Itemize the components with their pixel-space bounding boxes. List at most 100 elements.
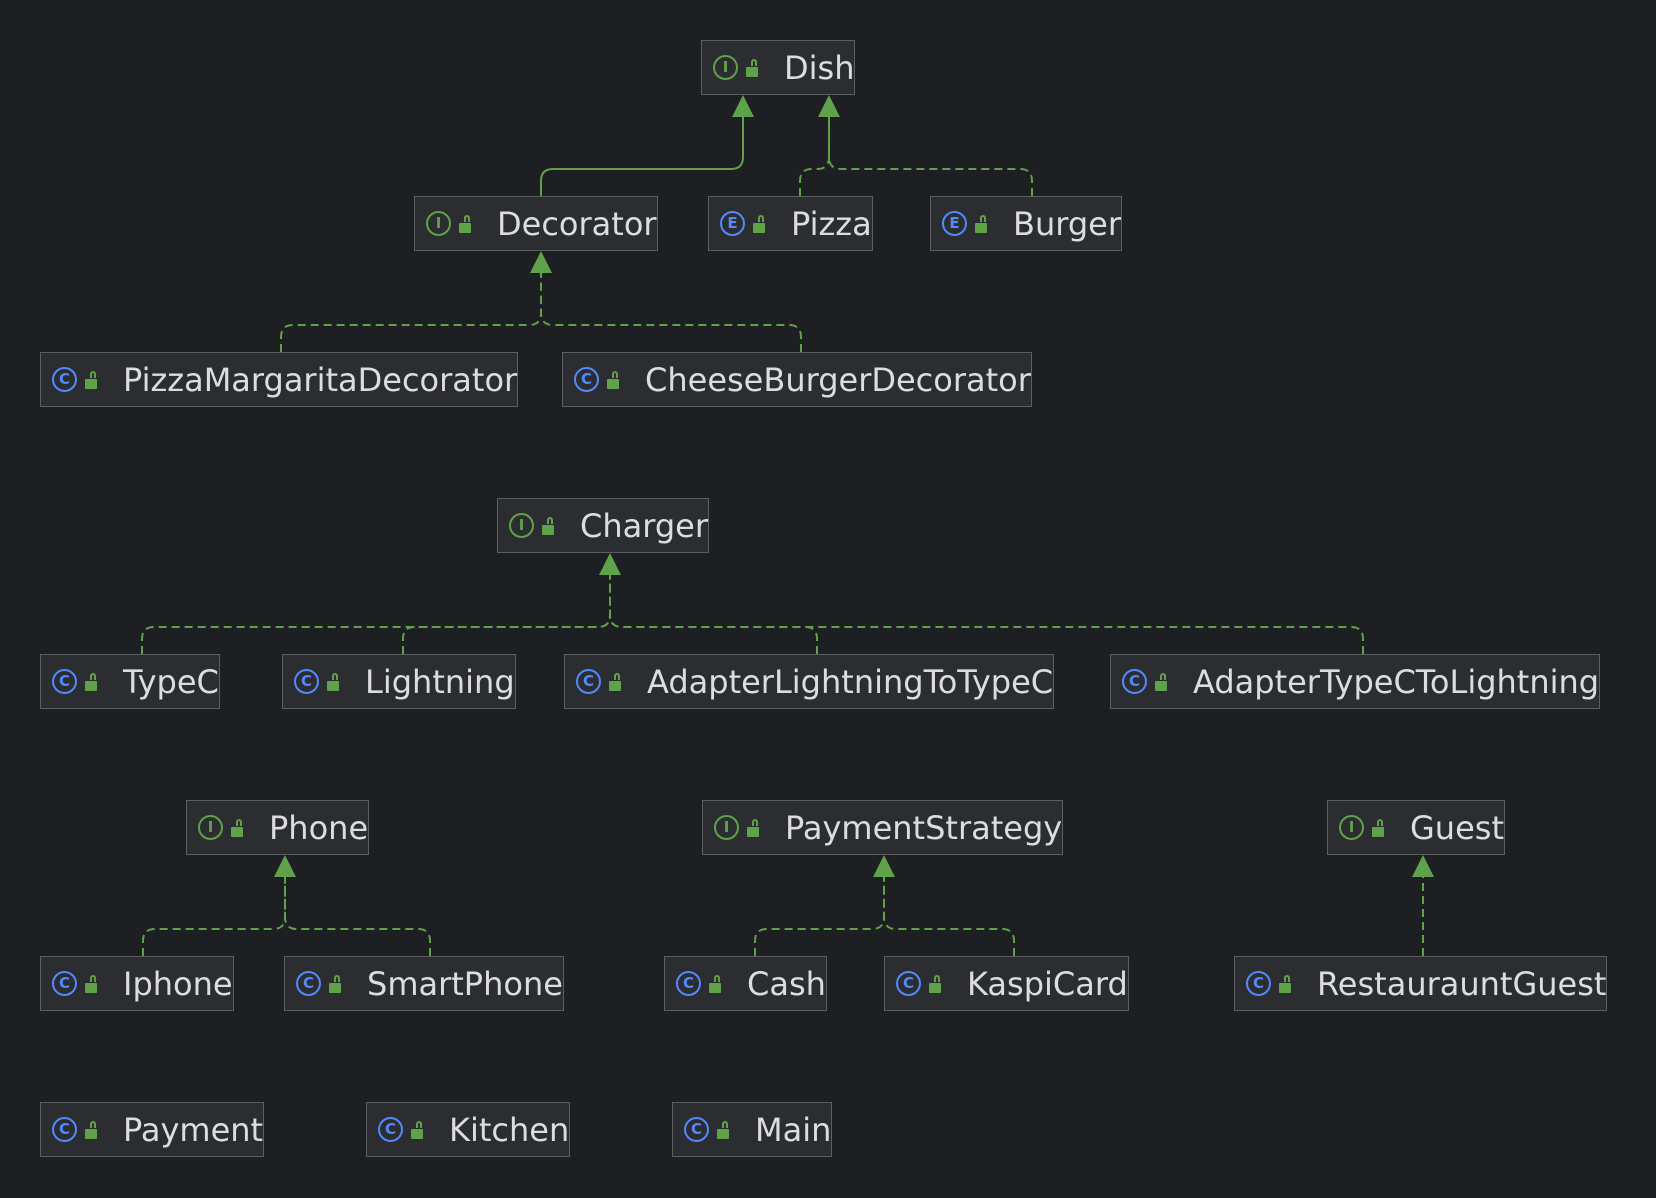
class-node-pizzamargaritadecorator[interactable]: C PizzaMargaritaDecorator <box>40 352 519 407</box>
class-node-kitchen[interactable]: C Kitchen <box>366 1102 571 1157</box>
edge-iphone-to-phone <box>142 877 286 956</box>
class-icon: C <box>378 1117 403 1142</box>
class-name-label: Phone <box>269 808 369 847</box>
class-node-adaptertypectolightning[interactable]: C AdapterTypeCToLightning <box>1110 654 1601 709</box>
edge-pizza-to-dish <box>799 117 830 196</box>
class-name-label: SmartPhone <box>367 964 563 1003</box>
class-node-paymentstrategy[interactable]: I PaymentStrategy <box>702 800 1064 855</box>
class-name-label: Iphone <box>123 964 233 1003</box>
edge-burger-to-dish <box>828 117 1033 196</box>
class-name-label: Burger <box>1013 204 1121 243</box>
class-icon: C <box>896 971 921 996</box>
interface-icon: I <box>714 815 739 840</box>
edge-adaptertypectolightning-to-charger <box>609 575 1364 654</box>
class-node-guest[interactable]: I Guest <box>1327 800 1505 855</box>
class-name-label: Payment <box>123 1110 264 1149</box>
public-visibility-icon <box>85 672 101 691</box>
enum-icon: E <box>720 211 745 236</box>
class-icon: C <box>676 971 701 996</box>
class-icon: C <box>52 669 77 694</box>
inheritance-arrowhead-dish <box>818 95 840 117</box>
public-visibility-icon <box>607 370 623 389</box>
class-icon: C <box>1122 669 1147 694</box>
interface-icon: I <box>1339 815 1364 840</box>
inheritance-arrowhead-paymentstrategy <box>873 855 895 877</box>
edge-smartphone-to-phone <box>284 877 431 956</box>
public-visibility-icon <box>746 58 762 77</box>
edge-typec-to-charger <box>141 575 611 654</box>
inheritance-arrowhead-phone <box>274 855 296 877</box>
class-node-cash[interactable]: C Cash <box>664 956 827 1011</box>
class-node-dish[interactable]: I Dish <box>701 40 856 95</box>
class-name-label: Kitchen <box>449 1110 570 1149</box>
class-node-pizza[interactable]: E Pizza <box>708 196 873 251</box>
interface-icon: I <box>713 55 738 80</box>
class-name-label: TypeC <box>123 662 219 701</box>
class-icon: C <box>52 1117 77 1142</box>
class-name-label: Dish <box>784 48 855 87</box>
class-name-label: Main <box>755 1110 832 1149</box>
class-icon: C <box>52 971 77 996</box>
public-visibility-icon <box>542 516 558 535</box>
public-visibility-icon <box>609 672 625 691</box>
class-name-label: PizzaMargaritaDecorator <box>123 360 518 399</box>
interface-icon: I <box>509 513 534 538</box>
inheritance-arrowhead-decorator <box>530 251 552 273</box>
class-node-lightning[interactable]: C Lightning <box>282 654 516 709</box>
class-node-kaspicard[interactable]: C KaspiCard <box>884 956 1129 1011</box>
inheritance-arrowhead-dish <box>732 95 754 117</box>
public-visibility-icon <box>327 672 343 691</box>
public-visibility-icon <box>231 818 247 837</box>
class-icon: C <box>294 669 319 694</box>
class-name-label: CheeseBurgerDecorator <box>645 360 1031 399</box>
class-name-label: Lightning <box>365 662 515 701</box>
class-node-phone[interactable]: I Phone <box>186 800 370 855</box>
edge-lightning-to-charger <box>402 575 611 654</box>
public-visibility-icon <box>929 974 945 993</box>
public-visibility-icon <box>85 1120 101 1139</box>
class-name-label: AdapterLightningToTypeC <box>647 662 1054 701</box>
class-icon: C <box>52 367 77 392</box>
class-name-label: Pizza <box>791 204 872 243</box>
public-visibility-icon <box>411 1120 427 1139</box>
class-name-label: PaymentStrategy <box>785 808 1063 847</box>
class-node-typec[interactable]: C TypeC <box>40 654 220 709</box>
public-visibility-icon <box>1155 672 1171 691</box>
public-visibility-icon <box>975 214 991 233</box>
class-node-payment[interactable]: C Payment <box>40 1102 265 1157</box>
public-visibility-icon <box>1279 974 1295 993</box>
class-name-label: AdapterTypeCToLightning <box>1193 662 1600 701</box>
public-visibility-icon <box>85 974 101 993</box>
public-visibility-icon <box>329 974 345 993</box>
class-name-label: RestaurauntGuest <box>1317 964 1607 1003</box>
interface-icon: I <box>426 211 451 236</box>
enum-icon: E <box>942 211 967 236</box>
public-visibility-icon <box>709 974 725 993</box>
inheritance-arrowhead-charger <box>599 553 621 575</box>
class-name-label: Cash <box>747 964 826 1003</box>
class-name-label: Guest <box>1410 808 1504 847</box>
edge-pizzamargaritadecorator-to-decorator <box>280 273 542 352</box>
public-visibility-icon <box>747 818 763 837</box>
public-visibility-icon <box>753 214 769 233</box>
class-icon: C <box>296 971 321 996</box>
class-node-smartphone[interactable]: C SmartPhone <box>284 956 564 1011</box>
class-node-cheeseburgerdecorator[interactable]: C CheeseBurgerDecorator <box>562 352 1032 407</box>
public-visibility-icon <box>85 370 101 389</box>
class-name-label: KaspiCard <box>967 964 1128 1003</box>
edge-decorator-to-dish <box>540 117 744 196</box>
edge-adapterlightningtotypec-to-charger <box>609 575 818 654</box>
class-node-iphone[interactable]: C Iphone <box>40 956 234 1011</box>
class-node-burger[interactable]: E Burger <box>930 196 1122 251</box>
class-icon: C <box>574 367 599 392</box>
public-visibility-icon <box>1372 818 1388 837</box>
class-node-charger[interactable]: I Charger <box>497 498 709 553</box>
interface-icon: I <box>198 815 223 840</box>
class-name-label: Charger <box>580 506 708 545</box>
